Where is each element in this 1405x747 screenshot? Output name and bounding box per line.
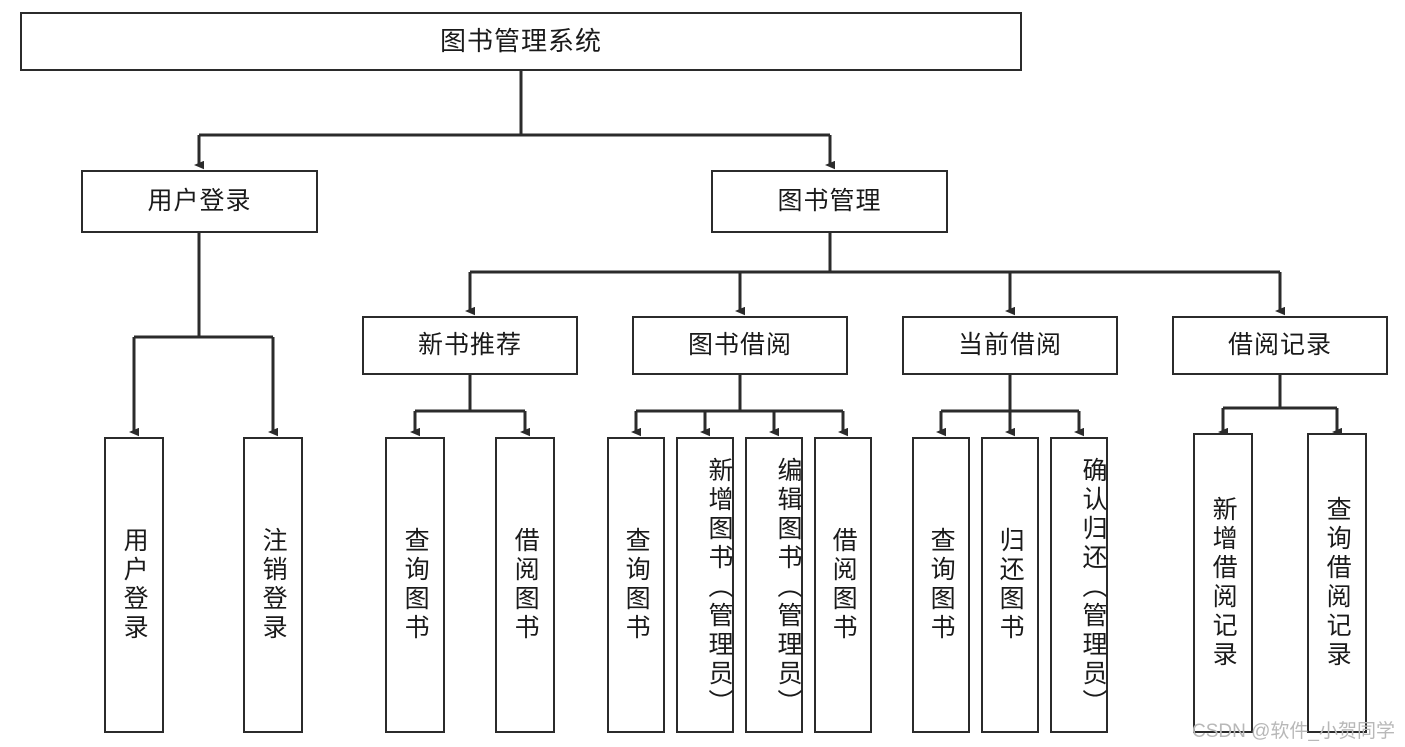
node-label: 查询图书 [927, 527, 956, 643]
leaf-add-book[interactable]: 新增图书（管理员） [676, 437, 734, 733]
node-label: 编辑图书（管理员） [774, 456, 802, 718]
node-label: 图书管理 [777, 186, 882, 215]
node-label: 查询借阅记录 [1323, 496, 1352, 670]
watermark-text: CSDN @软件_小贺同学 [1192, 721, 1395, 742]
leaf-add-record[interactable]: 新增借阅记录 [1193, 433, 1253, 733]
node-label: 新增借阅记录 [1209, 496, 1238, 670]
node-book-manage[interactable]: 图书管理 [711, 170, 948, 233]
leaf-query-book-3[interactable]: 查询图书 [912, 437, 970, 733]
node-label: 当前借阅 [957, 330, 1062, 359]
node-label: 用户登录 [120, 527, 149, 643]
leaf-query-book-1[interactable]: 查询图书 [385, 437, 445, 733]
node-label: 新书推荐 [417, 330, 522, 359]
leaf-borrow-book-1[interactable]: 借阅图书 [495, 437, 555, 733]
node-root-system[interactable]: 图书管理系统 [20, 12, 1022, 71]
node-label: 新增图书（管理员） [705, 456, 733, 718]
leaf-confirm-return[interactable]: 确认归还（管理员） [1050, 437, 1108, 733]
node-label: 用户登录 [147, 186, 252, 215]
node-label: 确认归还（管理员） [1079, 456, 1107, 718]
node-borrow-record[interactable]: 借阅记录 [1172, 316, 1388, 375]
node-label: 图书管理系统 [439, 26, 602, 57]
leaf-query-record[interactable]: 查询借阅记录 [1307, 433, 1367, 733]
node-new-book-rec[interactable]: 新书推荐 [362, 316, 578, 375]
leaf-logout[interactable]: 注销登录 [243, 437, 303, 733]
node-label: 归还图书 [996, 527, 1025, 643]
leaf-borrow-book-2[interactable]: 借阅图书 [814, 437, 872, 733]
node-label: 借阅图书 [511, 527, 540, 643]
node-label: 注销登录 [259, 527, 288, 643]
node-current-borrow[interactable]: 当前借阅 [902, 316, 1118, 375]
leaf-return-book[interactable]: 归还图书 [981, 437, 1039, 733]
leaf-query-book-2[interactable]: 查询图书 [607, 437, 665, 733]
node-label: 借阅图书 [829, 527, 858, 643]
node-label: 查询图书 [622, 527, 651, 643]
leaf-edit-book[interactable]: 编辑图书（管理员） [745, 437, 803, 733]
node-label: 借阅记录 [1227, 330, 1332, 359]
leaf-user-login[interactable]: 用户登录 [104, 437, 164, 733]
node-label: 查询图书 [401, 527, 430, 643]
node-book-borrow[interactable]: 图书借阅 [632, 316, 848, 375]
node-user-login[interactable]: 用户登录 [81, 170, 318, 233]
node-label: 图书借阅 [687, 330, 792, 359]
